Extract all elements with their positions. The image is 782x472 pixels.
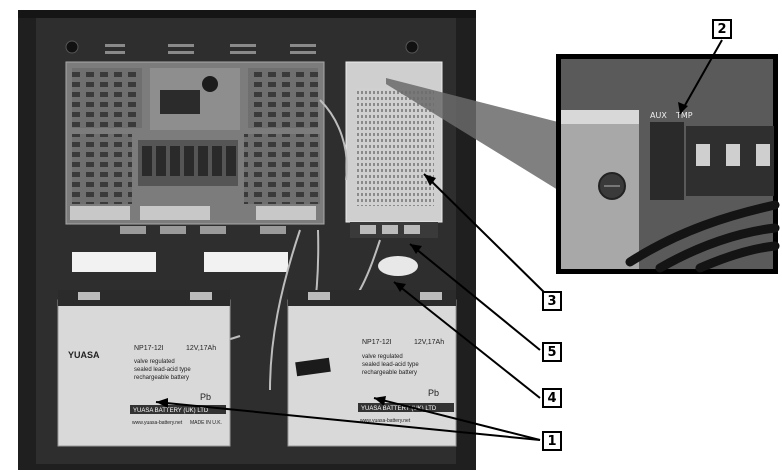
leader-arrowheads: [156, 102, 688, 408]
battery-right-maker: YUASA BATTERY (UK) LTD: [361, 406, 437, 412]
battery-connector: [378, 256, 418, 276]
main-pcb: [65, 61, 325, 234]
callout-3: 3: [542, 291, 562, 311]
battery-left-brand: YUASA: [68, 350, 100, 360]
callout-4: 4: [542, 388, 562, 408]
zoom-label-aux: AUX: [650, 111, 667, 120]
battery-left-desc-1: valve regulated: [134, 359, 175, 365]
battery-left-maker: YUASA BATTERY (UK) LTD: [133, 408, 209, 414]
callout-5: 5: [542, 342, 562, 362]
battery-left-model: NP17-12I: [134, 345, 164, 352]
zoom-inset: AUX TMP: [556, 54, 780, 274]
battery-left-rating: 12V,17Ah: [186, 345, 216, 352]
aux-terminal: [650, 122, 684, 200]
battery-right-recycle: Pb: [428, 388, 439, 398]
battery-right-web: www.yuasa-battery.net: [360, 418, 411, 424]
battery-right: NP17-12I 12V,17Ah valve regulated sealed…: [287, 290, 457, 447]
battery-right-model: NP17-12I: [362, 339, 392, 346]
zoom-projection: [386, 78, 558, 190]
zoom-label-tamper: TMP: [675, 111, 693, 120]
cable-cutout-left: [72, 252, 156, 272]
callout-1: 1: [542, 431, 562, 451]
battery-left: YUASA NP17-12I 12V,17Ah valve regulated …: [57, 290, 231, 447]
cable-cutout-right: [204, 252, 288, 272]
callout-2: 2: [712, 19, 732, 39]
leader-lines: [155, 39, 723, 441]
battery-right-rating: 12V,17Ah: [414, 339, 444, 346]
battery-right-desc-2: sealed lead-acid type: [362, 362, 419, 368]
battery-left-recycle: Pb: [200, 392, 211, 402]
battery-left-origin: MADE IN U.K.: [190, 420, 222, 426]
battery-left-desc-3: rechargeable battery: [134, 375, 189, 381]
battery-left-web: www.yuasa-battery.net: [132, 420, 183, 426]
battery-right-desc-1: valve regulated: [362, 354, 403, 360]
battery-left-desc-2: sealed lead-acid type: [134, 367, 191, 373]
battery-right-desc-3: rechargeable battery: [362, 370, 417, 376]
